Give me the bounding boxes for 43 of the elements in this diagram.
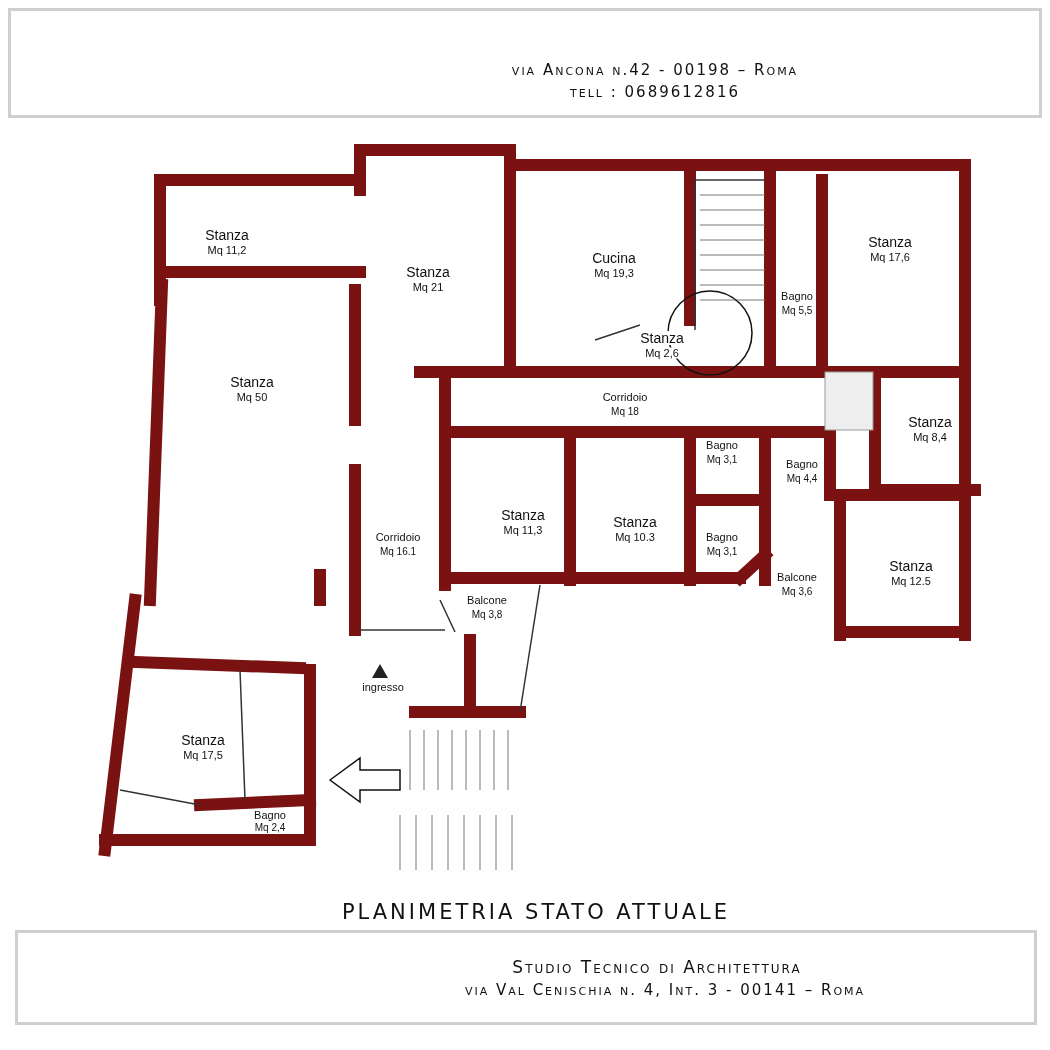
room-name: Bagno xyxy=(785,458,819,470)
room-area: Mq 8,4 xyxy=(912,431,948,443)
room-name: Balcone xyxy=(466,594,508,606)
phone-text: tell : 0689612816 xyxy=(569,84,741,100)
room-name: Stanza xyxy=(229,375,275,389)
room-name: Stanza xyxy=(888,559,934,573)
room-name: Stanza xyxy=(405,265,451,279)
room-name: Corridoio xyxy=(374,531,422,543)
room-name: Stanza xyxy=(867,235,913,249)
room-area: Mq 4,4 xyxy=(785,474,819,484)
room-area: Mq 2,6 xyxy=(644,347,680,359)
room-area: Mq 50 xyxy=(235,391,269,403)
room-area: Mq 19,3 xyxy=(593,267,635,279)
room-area: Mq 12.5 xyxy=(890,575,932,587)
room-name: ingresso xyxy=(361,681,405,693)
room-area: Mq 3,1 xyxy=(705,455,739,465)
room-name: Stanza xyxy=(204,228,250,242)
room-area: Mq 5,5 xyxy=(780,306,814,316)
room-area: Mq 11,2 xyxy=(206,244,248,256)
room-name: Bagno xyxy=(705,439,739,451)
room-name: Bagno xyxy=(705,531,739,543)
room-area: Mq 2,4 xyxy=(253,823,287,833)
room-name: Stanza xyxy=(180,733,226,747)
room-area: Mq 21 xyxy=(411,281,445,293)
room-area: Mq 18 xyxy=(610,407,640,417)
room-area: Mq 17,6 xyxy=(869,251,911,263)
room-area: Mq 11,3 xyxy=(502,524,544,536)
room-name: Bagno xyxy=(253,809,287,821)
room-name: Stanza xyxy=(639,331,685,345)
room-area: Mq 3,1 xyxy=(705,547,739,557)
room-name: Cucina xyxy=(591,251,637,265)
room-area: Mq 17,5 xyxy=(182,749,224,761)
room-name: Balcone xyxy=(776,571,818,583)
room-area: Mq 16.1 xyxy=(378,547,418,557)
room-area: Mq 3,6 xyxy=(780,587,814,597)
room-name: Stanza xyxy=(500,508,546,522)
room-name: Corridoio xyxy=(601,391,649,403)
studio-name: Studio Tecnico di Architettura xyxy=(511,958,803,976)
room-name: Bagno xyxy=(780,290,814,302)
room-name: Stanza xyxy=(612,515,658,529)
room-area: Mq 10.3 xyxy=(614,531,656,543)
room-area: Mq 3,8 xyxy=(470,610,504,620)
room-name: Stanza xyxy=(907,415,953,429)
